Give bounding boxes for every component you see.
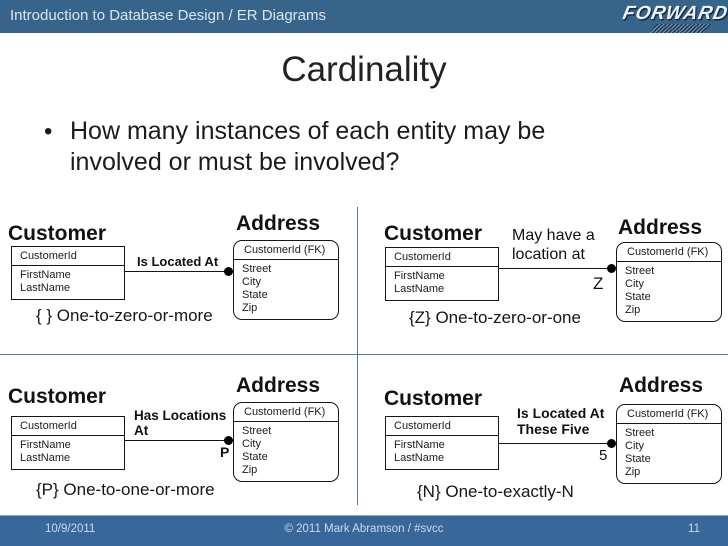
entity-title-address: Address bbox=[618, 216, 703, 239]
attribute: City bbox=[242, 438, 261, 450]
entity-attributes: Street City State Zip bbox=[234, 422, 338, 481]
cardinality-dot-icon bbox=[224, 267, 233, 276]
cardinality-dot-icon bbox=[607, 439, 616, 448]
address-entity-box: CustomerId (FK) Street City State Zip bbox=[233, 240, 342, 323]
relationship-label: Is Located At These Five bbox=[517, 405, 605, 437]
entity-title-customer: Customer bbox=[384, 387, 483, 410]
vertical-divider bbox=[357, 207, 358, 505]
cardinality-caption: {N} One-to-exactly-N bbox=[417, 482, 574, 501]
entity-key-attribute: CustomerId (FK) bbox=[617, 243, 721, 262]
er-diagram-one-to-one-or-more: Customer CustomerId FirstName LastName H… bbox=[0, 354, 357, 512]
deck-title: Introduction to Database Design / ER Dia… bbox=[10, 7, 326, 24]
attribute: FirstName bbox=[20, 439, 71, 451]
customer-entity-box: CustomerId FirstName LastName bbox=[11, 246, 128, 303]
entity-attributes: FirstName LastName bbox=[386, 436, 498, 469]
attribute: Street bbox=[625, 427, 655, 439]
entity-attributes: FirstName LastName bbox=[12, 266, 124, 299]
entity-attributes: Street City State Zip bbox=[617, 424, 721, 483]
entity-key-attribute: CustomerId bbox=[386, 248, 498, 267]
relationship-line bbox=[124, 267, 234, 276]
cardinality-dot-icon bbox=[224, 436, 233, 445]
entity-attributes: FirstName LastName bbox=[12, 436, 124, 469]
customer-entity-box: CustomerId FirstName LastName bbox=[385, 247, 502, 304]
relationship-line bbox=[124, 436, 234, 445]
relationship-line bbox=[499, 439, 617, 448]
attribute: Street bbox=[242, 425, 272, 437]
attribute: LastName bbox=[394, 452, 445, 464]
cardinality-symbol: P bbox=[220, 444, 230, 460]
er-diagram-one-to-exactly-n: Customer CustomerId FirstName LastName I… bbox=[357, 354, 728, 512]
attribute: FirstName bbox=[394, 270, 445, 282]
cardinality-symbol: Z bbox=[593, 274, 604, 293]
attribute: FirstName bbox=[20, 269, 71, 281]
attribute: Zip bbox=[625, 304, 641, 316]
er-diagram-one-to-zero-or-more: Customer CustomerId FirstName LastName I… bbox=[0, 200, 357, 354]
entity-key-attribute: CustomerId bbox=[12, 247, 124, 266]
bullet-item: • How many instances of each entity may … bbox=[44, 116, 545, 178]
entity-attributes: Street City State Zip bbox=[234, 260, 338, 319]
entity-title-customer: Customer bbox=[8, 222, 107, 245]
logo-hatch-decoration bbox=[648, 24, 712, 33]
entity-title-address: Address bbox=[236, 374, 321, 397]
cardinality-caption: { } One-to-zero-or-more bbox=[36, 306, 213, 325]
entity-key-attribute: CustomerId (FK) bbox=[234, 403, 338, 422]
footer-bar: 10/9/2011 © 2011 Mark Abramson / #svcc 1… bbox=[0, 515, 728, 546]
attribute: State bbox=[625, 291, 651, 303]
entity-title-customer: Customer bbox=[384, 222, 483, 245]
attribute: State bbox=[242, 451, 268, 463]
cardinality-caption: {P} One-to-one-or-more bbox=[36, 480, 215, 499]
address-entity-box: CustomerId (FK) Street City State Zip bbox=[616, 404, 725, 487]
bullet-glyph: • bbox=[44, 118, 53, 145]
footer-date: 10/9/2011 bbox=[45, 523, 96, 535]
entity-attributes: Street City State Zip bbox=[617, 262, 721, 321]
er-diagram-one-to-zero-or-one: Customer CustomerId FirstName LastName M… bbox=[357, 200, 728, 354]
attribute: Zip bbox=[625, 466, 641, 478]
footer-page-number: 11 bbox=[688, 523, 700, 535]
entity-title-address: Address bbox=[236, 212, 321, 235]
header-bar: Introduction to Database Design / ER Dia… bbox=[0, 0, 728, 33]
cardinality-symbol: 5 bbox=[599, 447, 608, 464]
attribute: Street bbox=[242, 263, 272, 275]
customer-entity-box: CustomerId FirstName LastName bbox=[11, 416, 128, 473]
forward-logo-text: FORWARD bbox=[620, 3, 728, 24]
entity-title-address: Address bbox=[619, 374, 704, 397]
attribute: LastName bbox=[20, 282, 71, 294]
customer-entity-box: CustomerId FirstName LastName bbox=[385, 416, 502, 473]
forward-logo: FORWARD bbox=[620, 3, 728, 35]
relationship-line bbox=[499, 264, 617, 273]
attribute: State bbox=[625, 453, 651, 465]
attribute: City bbox=[625, 440, 644, 452]
entity-title-customer: Customer bbox=[8, 385, 107, 408]
attribute: State bbox=[242, 289, 268, 301]
entity-key-attribute: CustomerId (FK) bbox=[234, 241, 338, 260]
attribute: City bbox=[625, 278, 644, 290]
attribute: FirstName bbox=[394, 439, 445, 451]
page-title: Cardinality bbox=[281, 50, 447, 89]
bullet-text: How many instances of each entity may be… bbox=[70, 116, 545, 178]
address-entity-box: CustomerId (FK) Street City State Zip bbox=[616, 242, 725, 325]
entity-key-attribute: CustomerId bbox=[386, 417, 498, 436]
entity-key-attribute: CustomerId (FK) bbox=[617, 405, 721, 424]
address-entity-box: CustomerId (FK) Street City State Zip bbox=[233, 402, 342, 485]
attribute: LastName bbox=[20, 452, 71, 464]
cardinality-dot-icon bbox=[607, 264, 616, 273]
attribute: Zip bbox=[242, 464, 258, 476]
attribute: Street bbox=[625, 265, 655, 277]
cardinality-caption: {Z} One-to-zero-or-one bbox=[409, 308, 581, 327]
footer-copyright: © 2011 Mark Abramson / #svcc bbox=[284, 523, 444, 535]
horizontal-divider bbox=[0, 354, 728, 355]
attribute: City bbox=[242, 276, 261, 288]
entity-key-attribute: CustomerId bbox=[12, 417, 124, 436]
entity-attributes: FirstName LastName bbox=[386, 267, 498, 300]
relationship-label: May have a location at bbox=[512, 227, 595, 263]
bullet-text-line: How many instances of each entity may be bbox=[70, 117, 546, 145]
relationship-label: Is Located At bbox=[137, 254, 219, 269]
relationship-label: Has Locations At bbox=[134, 408, 227, 438]
bullet-text-line: involved or must be involved? bbox=[70, 148, 400, 176]
attribute: LastName bbox=[394, 283, 445, 295]
attribute: Zip bbox=[242, 302, 258, 314]
